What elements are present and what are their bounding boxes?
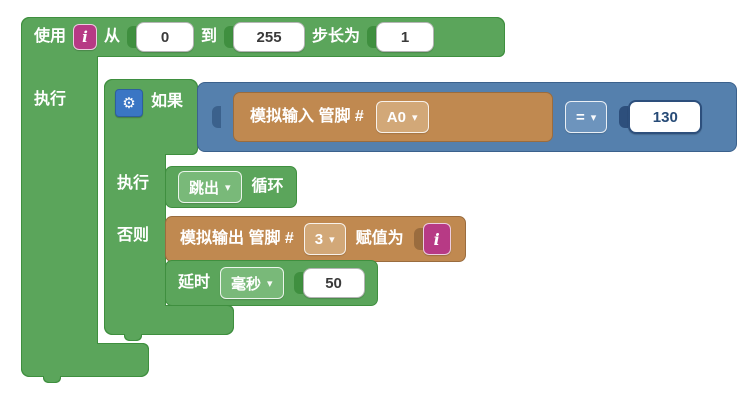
compare-value-field[interactable]: 130 (628, 100, 703, 134)
analog-read-block[interactable]: 模拟输入 管脚 # A0 ▾ (233, 92, 553, 142)
if-do-label: 执行 (117, 175, 150, 192)
loop-next-connector (44, 376, 60, 382)
operator-dropdown[interactable]: = ▾ (565, 101, 608, 133)
from-value-field[interactable]: 0 (136, 22, 195, 52)
use-label: 使用 (34, 28, 67, 45)
comparison-block[interactable]: 模拟输入 管脚 # A0 ▾ = ▾ 130 (197, 82, 737, 152)
dropdown-value: = (576, 108, 585, 126)
assign-label: 赋值为 (355, 230, 404, 247)
if-next-connector (125, 334, 141, 340)
analog-write-label: 模拟输出 管脚 # (180, 230, 294, 247)
connector-tab-icon (293, 272, 303, 294)
step-value-socket: 1 (367, 22, 435, 52)
connector-tab-icon (224, 26, 234, 48)
break-loop-label: 循环 (251, 178, 284, 195)
to-value-field[interactable]: 255 (233, 22, 306, 52)
assign-value-socket: i (413, 223, 451, 255)
dropdown-arrow-icon: ▾ (329, 233, 335, 246)
dropdown-value: 毫秒 (231, 275, 262, 293)
to-label: 到 (201, 28, 218, 45)
dropdown-arrow-icon: ▾ (267, 277, 273, 290)
if-else-label: 否则 (117, 227, 150, 244)
delay-value-socket: 50 (293, 268, 365, 298)
loop-do-label: 执行 (34, 91, 67, 108)
loop-footer-bar (22, 344, 148, 376)
compare-value-socket: 130 (619, 100, 703, 134)
analog-write-pin-dropdown[interactable]: 3 ▾ (303, 223, 346, 255)
delay-block[interactable]: 延时 毫秒 ▾ 50 (165, 260, 378, 306)
delay-label: 延时 (178, 274, 211, 291)
if-header-row[interactable]: ⚙ 如果 (105, 80, 197, 154)
if-spine-bar (105, 152, 165, 308)
loop-variable-chip[interactable]: i (73, 24, 98, 50)
connector-tab-icon (212, 106, 221, 128)
analog-write-block[interactable]: 模拟输出 管脚 # 3 ▾ 赋值为 i (165, 216, 466, 262)
dropdown-arrow-icon: ▾ (411, 111, 418, 124)
mutator-gear-icon[interactable]: ⚙ (115, 89, 143, 117)
variable-i-block[interactable]: i (422, 223, 451, 255)
analog-read-label: 模拟输入 管脚 # (250, 108, 364, 125)
connector-tab-icon (367, 26, 377, 48)
delay-unit-dropdown[interactable]: 毫秒 ▾ (220, 267, 284, 299)
dropdown-value: 3 (314, 230, 324, 248)
step-value-field[interactable]: 1 (376, 22, 435, 52)
if-label: 如果 (151, 93, 184, 110)
step-label: 步长为 (312, 28, 361, 45)
break-block[interactable]: 跳出 ▾ 循环 (165, 166, 297, 208)
dropdown-value: 跳出 (189, 179, 220, 197)
dropdown-arrow-icon: ▾ (590, 111, 597, 124)
to-value-socket: 255 (224, 22, 306, 52)
connector-tab-icon (127, 26, 137, 48)
from-label: 从 (104, 28, 121, 45)
loop-header-row[interactable]: 使用 i 从 0 到 255 步长为 1 (22, 18, 504, 56)
if-footer-bar (105, 306, 233, 334)
connector-tab-icon (413, 228, 423, 250)
dropdown-value: A0 (386, 108, 406, 126)
from-value-socket: 0 (127, 22, 195, 52)
dropdown-arrow-icon: ▾ (225, 181, 231, 194)
loop-spine-bar (22, 54, 97, 346)
break-type-dropdown[interactable]: 跳出 ▾ (178, 171, 242, 203)
connector-tab-icon (619, 106, 629, 128)
delay-value-field[interactable]: 50 (302, 268, 365, 298)
analog-read-pin-dropdown[interactable]: A0 ▾ (375, 101, 429, 133)
